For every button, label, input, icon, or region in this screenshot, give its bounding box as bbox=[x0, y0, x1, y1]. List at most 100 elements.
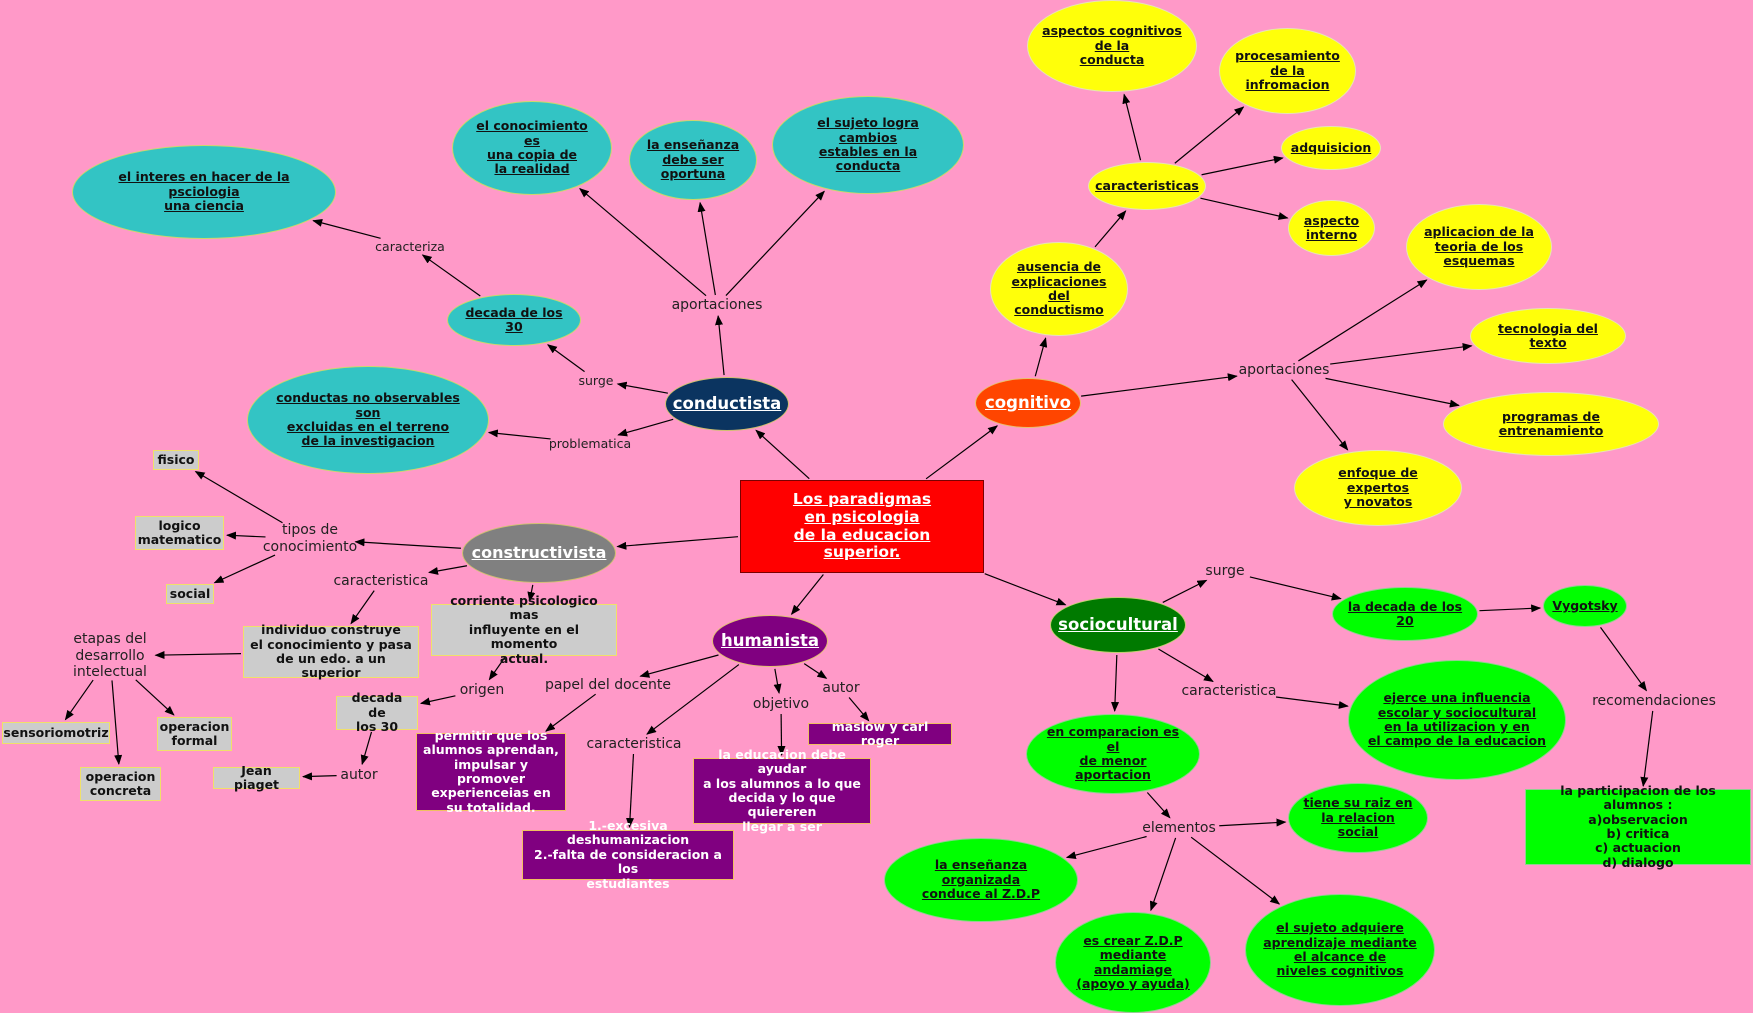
node-educacion-ayudar: la educacion debe ayudar a los alumnos a… bbox=[693, 747, 871, 833]
connector-g_caracteristicas-g_adquisicion bbox=[1201, 155, 1284, 176]
connector-g_caracteristicas-g_procesamiento bbox=[1174, 106, 1245, 164]
node-menor-aportacion: en comparacion es el de menor aportacion bbox=[1026, 714, 1200, 794]
node-enfoque-expertos: enfoque de expertos y novatos bbox=[1294, 450, 1462, 526]
node-logico-matematico: logico matematico bbox=[135, 516, 224, 550]
connector-c_decada-l_caracteriza bbox=[421, 254, 481, 297]
connector-l_caract_cons-k_individuo bbox=[350, 590, 375, 625]
connector-l_aport_cog-g_programas bbox=[1325, 377, 1460, 408]
node-cognitivo: cognitivo bbox=[975, 378, 1081, 428]
connector-l_autor_cons-k_piaget bbox=[301, 772, 337, 781]
connector-conductista-l_aport_cond bbox=[715, 314, 725, 376]
node-interes-ciencia: el interes en hacer de la psciologia una… bbox=[72, 145, 336, 239]
node-ensenanza-organizada: la enseñanza organizada conduce al Z.D.P bbox=[884, 838, 1078, 922]
connector-l_elementos-s_adquiere bbox=[1190, 836, 1281, 905]
connector-l_elementos-s_raiz bbox=[1219, 818, 1287, 827]
link-caracteristica-sociocultural: caracteristica bbox=[1181, 682, 1277, 699]
connector-l_autor_hum-h_maslow bbox=[848, 697, 870, 722]
node-procesamiento-informacion: procesamiento de la infromacion bbox=[1219, 28, 1356, 114]
node-decada-20: la decada de los 20 bbox=[1332, 587, 1478, 641]
connector-root-sociocultural bbox=[984, 573, 1067, 606]
node-social: social bbox=[166, 584, 214, 604]
connector-l_tipos-k_fisico bbox=[194, 471, 283, 524]
connector-sociocultural-s_comparacion bbox=[1111, 654, 1120, 713]
connector-l_aport_cond-c_sujeto bbox=[725, 190, 825, 296]
connector-root-conductista bbox=[755, 429, 810, 480]
connector-l_surge_cond-c_decada bbox=[547, 344, 585, 373]
connector-s_vygotsky-l_recomendaciones bbox=[1600, 627, 1648, 692]
node-constructivista: constructivista bbox=[462, 523, 616, 583]
connector-l_tipos-k_logico bbox=[225, 531, 266, 540]
node-ejerce-influencia: ejerce una influencia escolar y sociocul… bbox=[1348, 660, 1566, 780]
link-origen: origen bbox=[459, 681, 505, 698]
connector-k_corriente-l_origen bbox=[488, 657, 506, 681]
connector-root-constructivista bbox=[616, 536, 739, 550]
node-programas-entrenamiento: programas de entrenamiento bbox=[1443, 392, 1659, 456]
node-fisico: fisico bbox=[153, 450, 199, 470]
connector-l_surge_soc-s_decada20 bbox=[1249, 576, 1342, 601]
node-operacion-formal: operacion formal bbox=[157, 717, 232, 751]
link-caracteriza: caracteriza bbox=[375, 238, 445, 254]
node-decada-30-conductista: decada de los 30 bbox=[447, 294, 581, 346]
node-conductista: conductista bbox=[665, 377, 789, 431]
connector-l_recomendaciones-s_participacion bbox=[1640, 710, 1654, 788]
link-autor-constructivista: autor bbox=[340, 766, 378, 783]
node-sujeto-cambios: el sujeto logra cambios estables en la c… bbox=[772, 96, 964, 194]
node-vygotsky: Vygotsky bbox=[1543, 585, 1627, 627]
link-aportaciones-cognitivo: aportaciones bbox=[1238, 361, 1330, 378]
node-humanista: humanista bbox=[712, 615, 828, 667]
node-corriente-psicologica: corriente psicologico mas influyente en … bbox=[431, 593, 617, 665]
node-crear-zdp: es crear Z.D.P mediante andamiage (apoyo… bbox=[1055, 912, 1211, 1013]
node-sociocultural: sociocultural bbox=[1050, 597, 1186, 653]
connector-l_aport_cog-g_tecnologia bbox=[1330, 343, 1473, 365]
connector-conductista-l_surge_cond bbox=[616, 381, 668, 394]
connector-sociocultural-l_surge_soc bbox=[1162, 579, 1208, 603]
node-raiz-relacion-social: tiene su raiz en la relacion social bbox=[1288, 783, 1428, 853]
link-caracteristica-humanista: caracteristica bbox=[586, 735, 682, 752]
connector-k_decada30-l_autor_cons bbox=[360, 731, 373, 766]
connector-humanista-l_objetivo bbox=[773, 668, 782, 695]
connector-constructivista-k_corriente bbox=[527, 584, 536, 603]
connector-l_caracteriza-c_interes bbox=[312, 219, 381, 239]
link-surge-conductista: surge bbox=[578, 372, 614, 388]
connector-g_caracteristicas-g_aspectos bbox=[1122, 93, 1142, 161]
connector-constructivista-l_tipos bbox=[354, 538, 461, 549]
node-tecnologia-texto: tecnologia del texto bbox=[1470, 308, 1626, 364]
link-papel-docente: papel del docente bbox=[545, 676, 671, 693]
node-ensenanza-oportuna: la enseñanza debe ser oportuna bbox=[629, 120, 757, 200]
connector-l_problematica-c_noobs bbox=[487, 429, 551, 440]
connector-g_ausencia-g_caracteristicas bbox=[1094, 210, 1127, 248]
node-excesiva-deshumanizacion: 1.-excesiva deshumanizacion 2.-falta de … bbox=[522, 818, 734, 890]
node-sensoriomotriz: sensoriomotriz bbox=[2, 722, 110, 744]
link-tipos-conocimiento: tipos de conocimiento bbox=[262, 522, 358, 555]
connector-l_caract_soc-s_ejerce bbox=[1275, 696, 1349, 709]
link-objetivo: objetivo bbox=[752, 695, 810, 712]
root-topic: Los paradigmas en psicologia de la educa… bbox=[740, 480, 984, 573]
connector-g_caracteristicas-g_aspecto_int bbox=[1200, 197, 1289, 220]
connector-l_caract_hum-h_excesiva bbox=[626, 753, 635, 829]
connector-root-cognitivo bbox=[925, 425, 999, 480]
node-maslow-carl-roger: maslow y carl roger bbox=[808, 719, 952, 748]
connector-l_etapas-k_concreta bbox=[111, 680, 123, 766]
node-permitir-alumnos: permitir que los alumnos aprendan, impul… bbox=[416, 728, 566, 814]
connector-l_aport_cond-c_copia bbox=[579, 187, 707, 297]
link-surge-sociocultural: surge bbox=[1205, 562, 1245, 579]
link-autor-humanista: autor bbox=[822, 679, 860, 696]
connector-l_origen-k_decada30 bbox=[419, 695, 456, 706]
connector-l_aport_cog-g_aplicacion bbox=[1298, 279, 1428, 362]
connector-l_papel-h_permitir bbox=[545, 693, 596, 732]
node-aspectos-cognitivos: aspectos cognitivos de la conducta bbox=[1027, 0, 1197, 92]
node-aspecto-interno: aspecto interno bbox=[1288, 200, 1375, 256]
connector-s_comparacion-l_elementos bbox=[1146, 792, 1171, 819]
connector-conductista-l_problematica bbox=[617, 418, 674, 437]
connector-l_etapas-k_formal bbox=[135, 679, 175, 716]
link-problematica: problematica bbox=[548, 435, 632, 451]
link-aportaciones-conductista: aportaciones bbox=[671, 296, 763, 313]
node-adquisicion: adquisicion bbox=[1281, 126, 1381, 170]
connector-l_etapas-k_sensorio bbox=[64, 679, 94, 721]
connector-l_aport_cond-c_ensenanza bbox=[697, 201, 716, 296]
node-sujeto-adquiere: el sujeto adquiere aprendizaje mediante … bbox=[1245, 894, 1435, 1006]
node-caracteristicas-cognitivo: caracteristicas bbox=[1088, 162, 1206, 210]
connector-l_elementos-s_crear bbox=[1149, 837, 1177, 912]
connector-humanista-l_autor_hum bbox=[803, 663, 828, 679]
